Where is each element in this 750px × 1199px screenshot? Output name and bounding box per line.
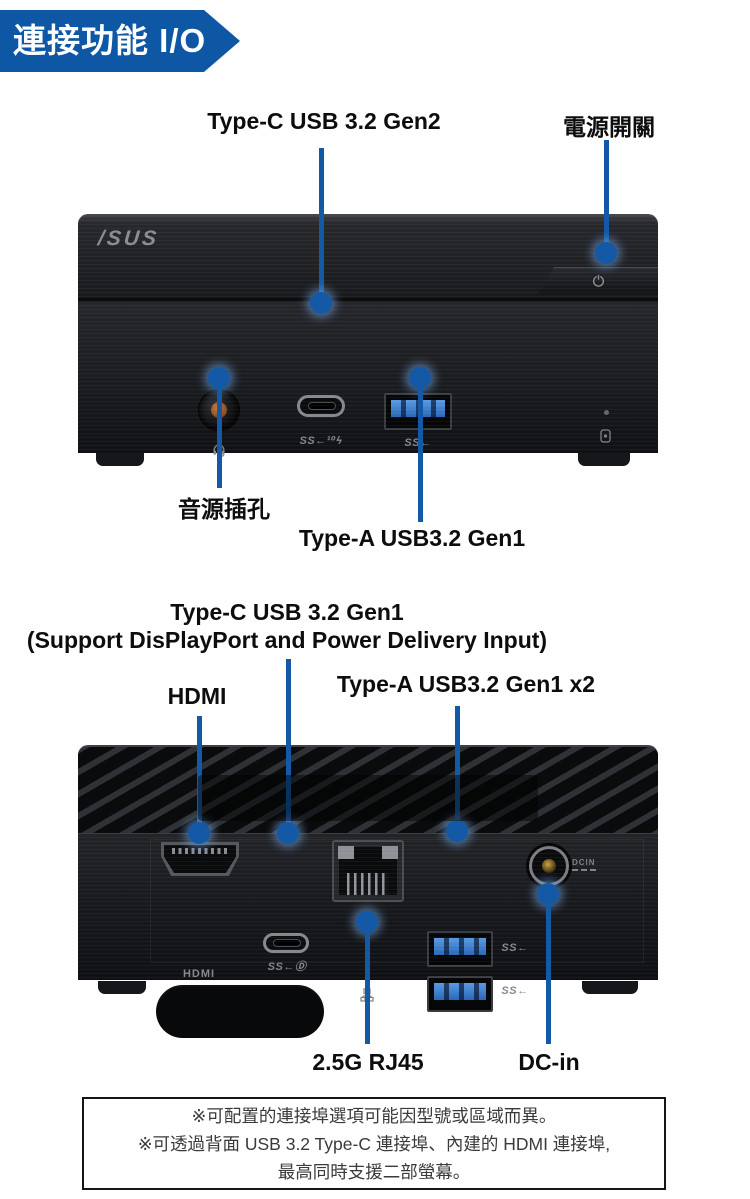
usb-a-port-back-bottom: [427, 976, 493, 1012]
back-io-panel: HDMI SS←Ⓓ SS←: [78, 833, 658, 1038]
callout-dot-front-type-c: [310, 292, 332, 314]
callout-line-audio: [217, 388, 222, 488]
label-back-type-c-line1: Type-C USB 3.2 Gen1: [170, 599, 404, 625]
callout-line-front-type-c: [319, 148, 324, 300]
power-led: [604, 410, 609, 415]
callout-dot-front-type-a: [409, 367, 431, 389]
callout-dot-audio: [208, 367, 230, 389]
device-foot: [98, 981, 146, 994]
usb-tongue: [434, 938, 486, 955]
label-back-type-a: Type-A USB3.2 Gen1 x2: [336, 671, 596, 697]
hdd-activity-icon: [600, 429, 611, 448]
asus-logo: /SUS: [96, 227, 161, 250]
front-io-panel: SS←¹⁰ϟ SS←: [78, 297, 658, 458]
usb-ss-logo-front: SS←: [404, 437, 431, 449]
label-audio-jack: 音源插孔: [178, 496, 270, 522]
power-icon: [592, 274, 604, 287]
footnote-line-1: ※可配置的連接埠選項可能因型號或區域而異。: [191, 1105, 557, 1126]
callout-line-rj45: [365, 932, 370, 1044]
label-front-type-a: Type-A USB3.2 Gen1: [298, 525, 526, 551]
footnote-box: ※可配置的連接埠選項可能因型號或區域而異。 ※可透過背面 USB 3.2 Typ…: [82, 1097, 666, 1190]
usb-ss-logo-back-bottom: SS←: [501, 985, 529, 997]
hdmi-pins: [172, 848, 228, 854]
device-foot: [578, 453, 630, 466]
label-power-switch: 電源開關: [563, 114, 655, 140]
callout-line-back-type-a: [455, 706, 460, 824]
usb-ss-dp-logo: SS←Ⓓ: [267, 961, 307, 973]
usb-tongue: [434, 983, 486, 1000]
callout-dot-back-type-c: [277, 822, 299, 844]
device-lid: /SUS: [78, 214, 658, 297]
front-view-photo: /SUS SS←¹⁰ϟ: [78, 214, 658, 466]
power-button: [538, 267, 658, 294]
section-banner: 連接功能 I/O: [0, 10, 240, 72]
label-rj45: 2.5G RJ45: [312, 1049, 424, 1075]
dc-in-port-label: DCIN: [572, 858, 596, 871]
callout-dot-power: [595, 242, 617, 264]
device-foot: [582, 981, 638, 994]
label-back-type-c-line2: (Support DisPlayPort and Power Delivery …: [26, 627, 548, 653]
label-hdmi: HDMI: [167, 683, 227, 709]
rj45-pins: [347, 873, 389, 895]
label-front-type-c: Type-C USB 3.2 Gen2: [207, 108, 441, 134]
rj45-tab: [338, 846, 354, 859]
usb-c-port-front: [297, 395, 345, 417]
banner-title: 連接功能 I/O: [13, 22, 207, 59]
callout-dot-hdmi: [188, 822, 210, 844]
label-dc-in: DC-in: [518, 1049, 580, 1075]
hdmi-port: [161, 842, 239, 876]
callout-line-power: [604, 140, 609, 244]
usb-ss10-logo: SS←¹⁰ϟ: [299, 435, 343, 447]
usb-c-port-back: [263, 933, 309, 953]
callout-line-dc-in: [546, 904, 551, 1044]
rj45-port: [332, 840, 404, 902]
dc-in-jack: [529, 846, 569, 886]
callout-line-front-type-a: [418, 388, 423, 522]
vent-recess: [198, 775, 538, 821]
antenna-cover: [156, 985, 324, 1038]
rj45-tab: [382, 846, 398, 859]
footnote-line-2: ※可透過背面 USB 3.2 Type-C 連接埠、內建的 HDMI 連接埠,: [137, 1133, 611, 1154]
callout-dot-back-type-a: [446, 820, 468, 842]
back-view-photo: HDMI SS←Ⓓ SS←: [78, 745, 658, 1038]
callout-line-back-type-c: [286, 659, 291, 826]
callout-line-hdmi: [197, 716, 202, 826]
footnote-line-3: 最高同時支援二部螢幕。: [277, 1161, 471, 1182]
callout-dot-rj45: [356, 911, 378, 933]
panel-recess-outline: [150, 839, 644, 963]
usb-ss-logo-back-top: SS←: [501, 942, 529, 954]
vent-grille: [78, 745, 658, 833]
device-foot: [96, 453, 144, 466]
hdmi-port-label: HDMI: [182, 968, 216, 980]
callout-dot-dc-in: [537, 883, 559, 905]
usb-a-port-back-top: [427, 931, 493, 967]
